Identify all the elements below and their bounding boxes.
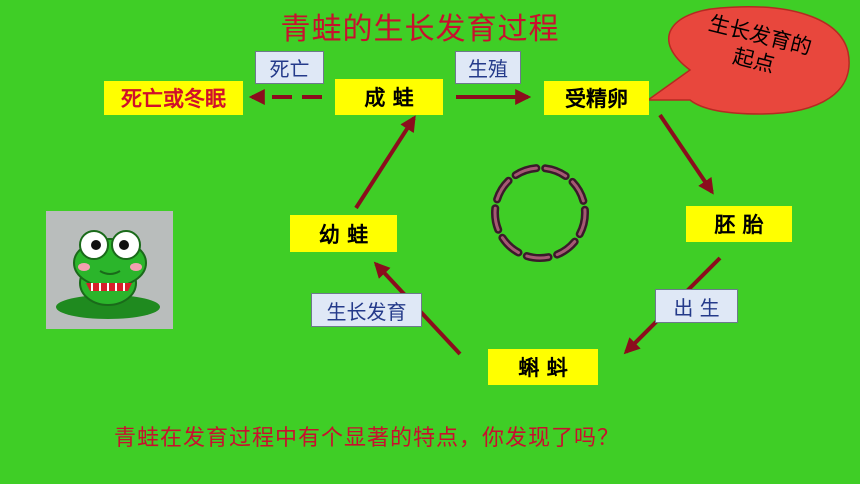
- arrow-froglet-to-adult: [354, 115, 416, 210]
- arrow-egg-to-embryo: [658, 113, 714, 195]
- label-birth: 出 生: [655, 289, 738, 323]
- stage-adult-frog: 成 蛙: [335, 79, 443, 115]
- stage-fertilized-egg: 受精卵: [544, 81, 649, 115]
- callout-bubble: [645, 6, 850, 115]
- stage-death: 死亡或冬眠: [104, 81, 243, 115]
- diagram-title: 青蛙的生长发育过程: [280, 12, 560, 47]
- label-death: 死亡: [255, 51, 324, 84]
- stage-froglet: 幼 蛙: [290, 215, 397, 252]
- label-reproduction: 生殖: [455, 51, 521, 84]
- question-text: 青蛙在发育过程中有个显著的特点，你发现了吗？: [114, 426, 621, 451]
- stage-embryo: 胚 胎: [686, 206, 792, 242]
- frog-cartoon-icon: [46, 211, 173, 329]
- cycle-ring-icon: [491, 164, 589, 262]
- stage-tadpole: 蝌 蚪: [488, 349, 598, 385]
- label-growth: 生长发育: [311, 293, 422, 327]
